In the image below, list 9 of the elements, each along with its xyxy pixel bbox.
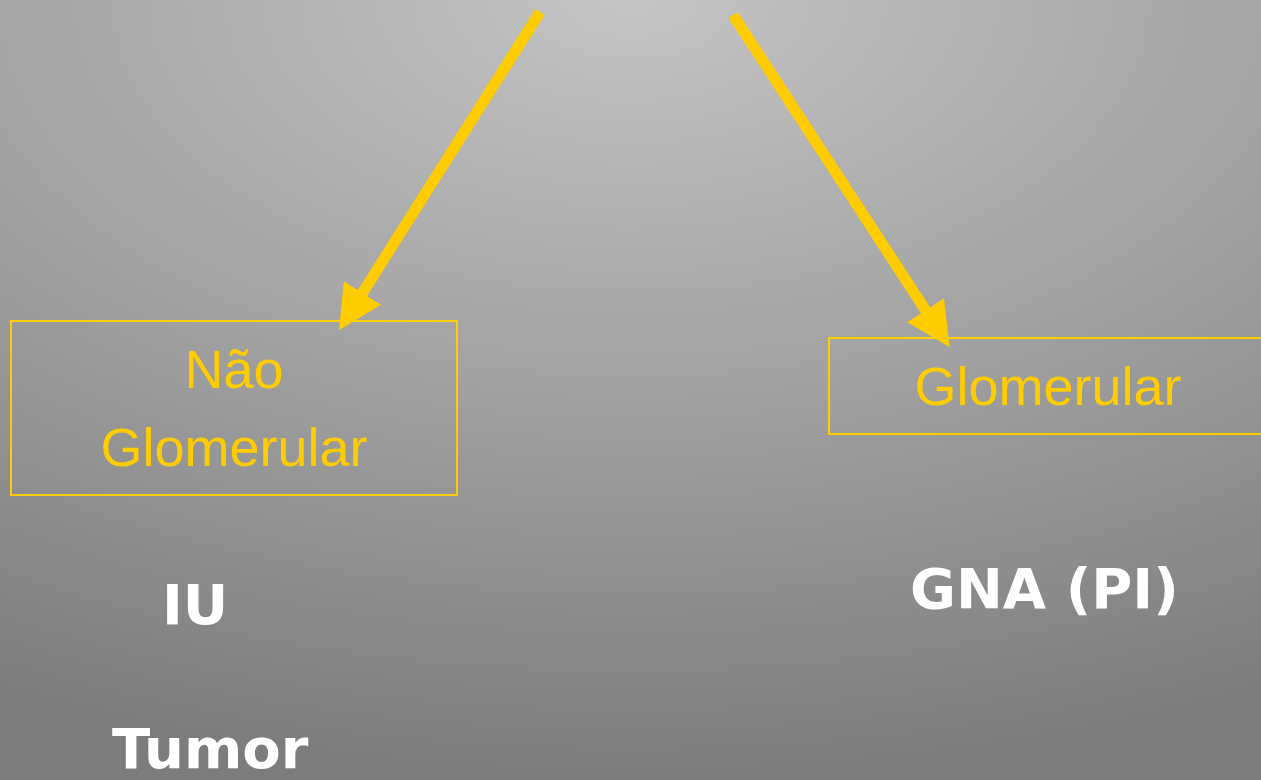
arrow bbox=[338, 9, 545, 331]
list-item-text: Tumor bbox=[112, 716, 309, 780]
box-label: Não Glomerular bbox=[99, 337, 369, 479]
label-box bbox=[10, 320, 458, 496]
label-box bbox=[828, 337, 1261, 435]
list-item-text: GNA (PI) bbox=[910, 556, 1179, 621]
arrow bbox=[728, 12, 950, 348]
box-label: Glomerular bbox=[914, 354, 1182, 418]
list-item-text: IU bbox=[162, 572, 229, 637]
